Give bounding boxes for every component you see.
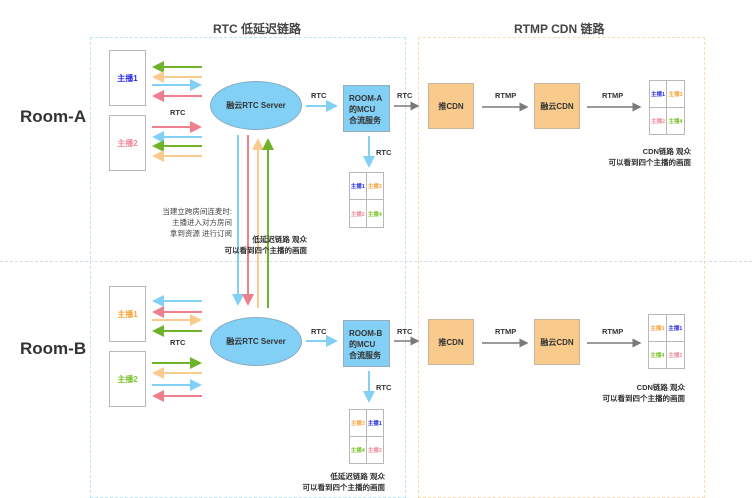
note-line-3: 拿到资源 进行订阅 xyxy=(169,229,232,238)
room-b-anchor-2: 主播2 xyxy=(109,351,146,407)
room-b-server-mcu-label: RTC xyxy=(311,327,327,336)
note-line-1: 当建立跨房间连麦时: xyxy=(162,207,232,216)
grid-cell: 主播4 xyxy=(649,341,667,368)
room-b-label: Room-B xyxy=(20,339,87,358)
room-b-push-cdn-label: 推CDN xyxy=(438,337,464,347)
caption-line-1: CDN链路 观众 xyxy=(636,383,685,392)
grid-cell: 主播3 xyxy=(350,410,367,437)
room-a-rtc-viewer-caption: 低延迟链路 观众 可以看到四个主播的画面 xyxy=(225,234,308,256)
room-b-rtmp-label-2: RTMP xyxy=(602,327,624,336)
room-a-rong-cdn-label: 融云CDN xyxy=(540,101,574,111)
grid-cell: 主播3 xyxy=(366,173,383,200)
grid-cell: 主播4 xyxy=(350,436,367,463)
grid-cell: 主播3 xyxy=(667,81,684,108)
room-b-rong-cdn: 融云CDN xyxy=(534,319,580,365)
room-b-rtc-viewer-grid: 主播3 主播1 主播4 主播2 xyxy=(349,409,384,464)
caption-line-2: 可以看到四个主播的画面 xyxy=(302,483,386,492)
room-b-mcu-line-2: 的MCU xyxy=(349,340,376,349)
grid-cell: 主播1 xyxy=(350,173,367,200)
grid-cell: 主播1 xyxy=(366,410,383,437)
room-a-mcu-viewer-label: RTC xyxy=(376,148,392,157)
room-a-mcu-line-1: ROOM-A xyxy=(349,94,383,103)
room-b-anchor-1-label: 主播1 xyxy=(117,309,138,319)
room-a-cdn-viewer-grid: 主播1 主播3 主播2 主播4 xyxy=(649,80,685,135)
grid-cell: 主播2 xyxy=(350,200,367,227)
cdn-section-title: RTMP CDN 链路 xyxy=(514,22,605,36)
room-b-server-label: 融云RTC Server xyxy=(226,337,286,346)
caption-line-2: 可以看到四个主播的画面 xyxy=(224,246,308,255)
room-a-rtc-server: 融云RTC Server xyxy=(210,81,302,130)
room-a-rtc-label: RTC xyxy=(170,108,186,117)
room-a-mcu-line-3: 合流服务 xyxy=(349,116,381,125)
room-a-anchor-1-label: 主播1 xyxy=(117,73,138,83)
room-b-mcu-line-3: 合流服务 xyxy=(349,351,381,360)
room-a-push-cdn-label: 推CDN xyxy=(438,101,464,111)
caption-line-2: 可以看到四个主播的画面 xyxy=(608,158,692,167)
grid-cell: 主播2 xyxy=(668,352,683,359)
room-a-cdn-viewer-caption: CDN链路 观众 可以看到四个主播的画面 xyxy=(609,146,692,168)
room-a-server-label: 融云RTC Server xyxy=(226,101,286,110)
room-b-cdn-viewer-caption: CDN链路 观众 可以看到四个主播的画面 xyxy=(603,382,686,404)
room-b-rtc-viewer-caption: 低延迟链路 观众 可以看到四个主播的画面 xyxy=(303,471,386,493)
grid-cell: 主播3 xyxy=(649,315,667,342)
room-b-rong-cdn-label: 融云CDN xyxy=(540,337,574,347)
grid-cell: 主播2 xyxy=(650,107,667,134)
room-b-anchor-1: 主播1 xyxy=(109,286,146,342)
grid-cell: 主播2 xyxy=(367,447,382,454)
room-b-mcu: ROOM-B 的MCU 合流服务 xyxy=(343,320,390,367)
room-b-mcu-viewer-label: RTC xyxy=(376,383,392,392)
note-line-2: 主播进入对方房间 xyxy=(172,218,232,227)
cross-room-note: 当建立跨房间连麦时: 主播进入对方房间 拿到资源 进行订阅 xyxy=(162,206,232,239)
room-b-push-cdn: 推CDN xyxy=(428,319,474,365)
room-b-mcu-line-1: ROOM-B xyxy=(349,329,383,338)
room-a-rtmp-label-1: RTMP xyxy=(495,91,517,100)
grid-cell: 主播4 xyxy=(367,211,382,218)
room-b-mcu-cdn-label: RTC xyxy=(397,327,413,336)
caption-line-2: 可以看到四个主播的画面 xyxy=(602,394,686,403)
grid-cell: 主播1 xyxy=(666,315,684,342)
room-b-rtc-server: 融云RTC Server xyxy=(210,317,302,366)
room-b-cdn-viewer-grid: 主播3 主播1 主播4 主播2 xyxy=(648,314,685,369)
grid-cell: 主播4 xyxy=(668,118,683,125)
room-a-mcu-line-2: 的MCU xyxy=(349,105,376,114)
room-b-rtc-label: RTC xyxy=(170,338,186,347)
room-a-rtc-viewer-grid: 主播1 主播3 主播2 主播4 xyxy=(349,172,384,228)
room-divider xyxy=(0,261,752,262)
caption-line-1: 低延迟链路 观众 xyxy=(252,235,307,244)
room-a-mcu-cdn-label: RTC xyxy=(397,91,413,100)
grid-cell: 主播1 xyxy=(650,81,667,108)
room-a-push-cdn: 推CDN xyxy=(428,83,474,129)
room-a-anchor-2: 主播2 xyxy=(109,115,146,171)
caption-line-1: CDN链路 观众 xyxy=(642,147,691,156)
room-a-rong-cdn: 融云CDN xyxy=(534,83,580,129)
room-b-rtmp-label-1: RTMP xyxy=(495,327,517,336)
room-a-anchor-2-label: 主播2 xyxy=(117,138,138,148)
room-b-anchor-2-label: 主播2 xyxy=(117,374,138,384)
caption-line-1: 低延迟链路 观众 xyxy=(330,472,385,481)
room-a-label: Room-A xyxy=(20,107,87,126)
room-a-anchor-1: 主播1 xyxy=(109,50,146,106)
room-a-mcu: ROOM-A 的MCU 合流服务 xyxy=(343,85,390,132)
rtc-section-title: RTC 低延迟链路 xyxy=(213,22,301,36)
room-a-server-mcu-label: RTC xyxy=(311,91,327,100)
room-a-rtmp-label-2: RTMP xyxy=(602,91,624,100)
